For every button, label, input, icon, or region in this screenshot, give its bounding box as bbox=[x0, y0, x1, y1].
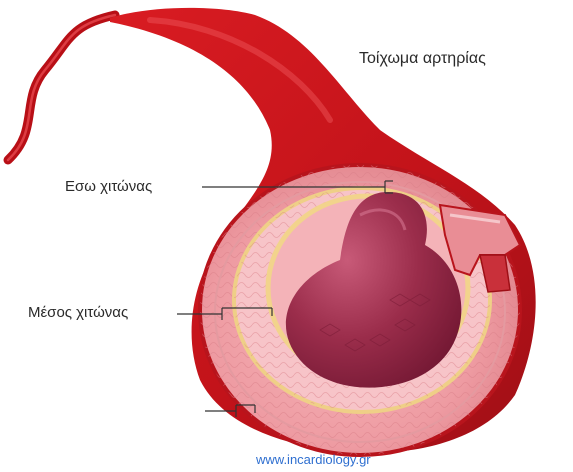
watermark-url: www.incardiology.gr bbox=[256, 452, 371, 467]
inner-layer-label: Εσω χιτώνας bbox=[65, 178, 152, 195]
middle-layer-label: Μέσος χιτώνας bbox=[28, 304, 128, 321]
artery-wall-label: Τοίχωμα αρτηρίας bbox=[359, 50, 486, 68]
